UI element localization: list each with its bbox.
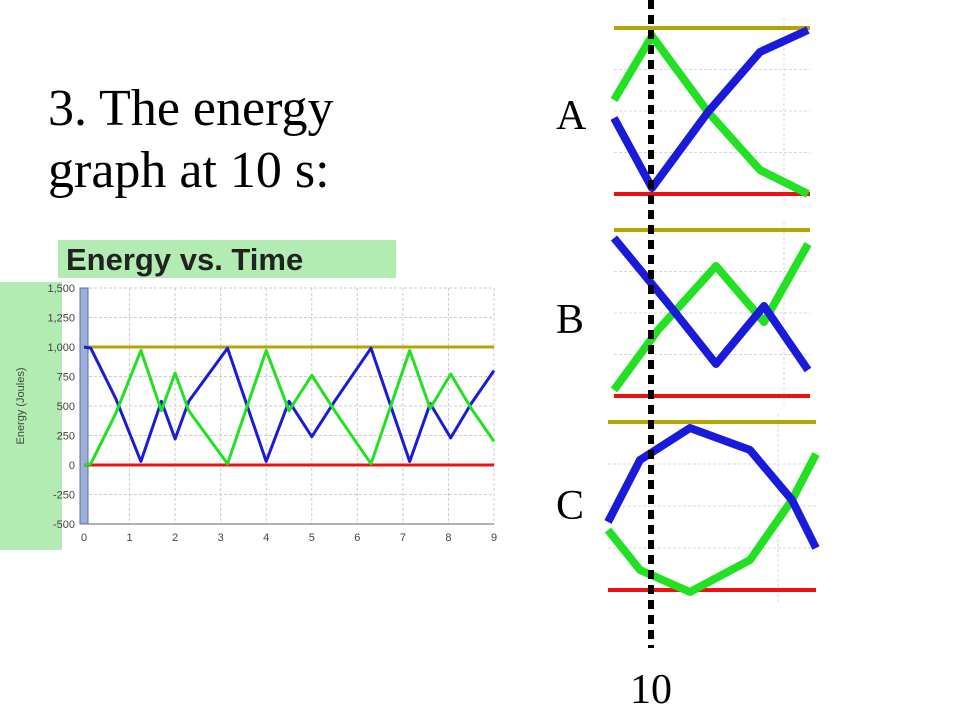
y-tick-label: 1,500 [47, 283, 75, 295]
x-tick-label: 0 [81, 532, 87, 544]
x-tick-label: 3 [218, 532, 224, 544]
option-label-c: C [556, 483, 585, 529]
x-tick-label: 9 [491, 532, 497, 544]
option-graph-a[interactable] [610, 18, 810, 204]
x-tick-label: 6 [354, 532, 360, 544]
y-tick-label: 500 [57, 401, 75, 413]
time-slider-handle[interactable] [79, 287, 89, 525]
y-tick-label: 1,000 [47, 342, 75, 354]
option-graph-b[interactable] [610, 222, 812, 404]
chart-title: Energy vs. Time [58, 240, 396, 278]
y-axis-label: Energy (Joules) [15, 367, 27, 444]
y-tick-label: 0 [69, 460, 75, 472]
x-tick-label: 4 [263, 532, 269, 544]
option-graph-c[interactable] [604, 414, 820, 604]
y-tick-label: 750 [57, 372, 75, 384]
series-line-kinetic [83, 349, 496, 467]
option-kinetic-curve [604, 452, 820, 596]
x-tick-label: 8 [445, 532, 451, 544]
ylabel-strip [0, 282, 62, 550]
option-label-b: B [556, 297, 585, 343]
x-tick-label: 2 [172, 532, 178, 544]
x-tick-label: 1 [126, 532, 132, 544]
y-tick-label: 1,250 [47, 313, 75, 325]
time-marker-label: 10 [630, 667, 672, 713]
y-tick-label: -250 [53, 490, 75, 502]
option-kinetic-curve [610, 242, 812, 393]
x-tick-label: 5 [309, 532, 315, 544]
question-text: 3. The energy graph at 10 s: [48, 78, 408, 202]
option-potential-curve [604, 424, 820, 550]
option-label-a: A [556, 93, 587, 139]
y-tick-label: -500 [53, 519, 75, 531]
option-potential-curve [610, 26, 810, 192]
x-tick-label: 7 [400, 532, 406, 544]
question-line-1: 3. The energy [48, 80, 334, 137]
question-line-2: graph at 10 s: [48, 142, 330, 199]
series-line-potential [83, 345, 496, 463]
option-potential-curve [610, 235, 812, 373]
y-tick-label: 250 [57, 431, 75, 443]
